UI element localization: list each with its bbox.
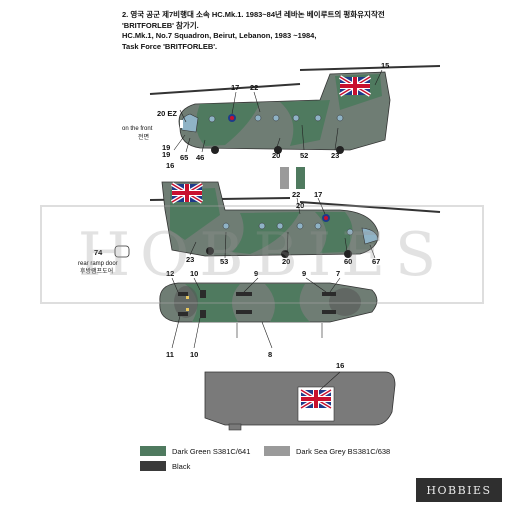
legend-label: Black: [172, 461, 191, 471]
callout: 19: [162, 143, 170, 152]
front-note-ko: 전면: [138, 133, 149, 141]
callout: 16: [166, 161, 174, 170]
callout: 8: [268, 350, 272, 359]
callout: 20: [296, 201, 304, 210]
brand-logo: HOBBIES: [416, 478, 502, 502]
legend-item-dark-sea-grey: Dark Sea Grey BS381C/638: [264, 446, 390, 456]
instruction-header: 2. 영국 공군 제7비행대 소속 HC.Mk.1. 1983~84년 레바논 …: [122, 10, 452, 52]
callout: 60: [344, 257, 352, 266]
callout: 20 EZ: [157, 109, 177, 118]
header-line-1: 2. 영국 공군 제7비행대 소속 HC.Mk.1. 1983~84년 레바논 …: [122, 10, 385, 19]
callout: 22: [292, 190, 300, 199]
callout: 52: [300, 151, 308, 160]
ramp-label-en: rear ramp door: [78, 261, 118, 267]
header-line-2: 'BRITFORLEB' 참가기.: [122, 20, 199, 30]
legend-label: Dark Sea Grey BS381C/638: [296, 446, 391, 456]
bottom-view: [204, 371, 396, 431]
callout: 53: [220, 257, 228, 266]
legend-item-dark-green: Dark Green S381C/641: [140, 446, 250, 456]
swatch-dark-green: [140, 446, 166, 456]
legend-label: Dark Green S381C/641: [172, 446, 251, 456]
callout: 12: [166, 269, 174, 278]
callout: 20: [282, 257, 290, 266]
callout: 23: [186, 255, 194, 264]
swatch-black: [140, 461, 166, 471]
callout: 7: [336, 269, 340, 278]
callout: 16: [336, 361, 344, 370]
callout: 46: [196, 153, 204, 162]
plan-view: [159, 282, 378, 323]
ramp-number: 74: [94, 248, 103, 257]
brand-name: HOBBIES: [426, 483, 492, 497]
callout: 9: [302, 269, 306, 278]
callout: 10: [190, 269, 198, 278]
callout: 17: [314, 190, 322, 199]
callout: 23: [331, 151, 339, 160]
rear-ramp-door-icon: [114, 245, 130, 258]
side-view-right: [149, 65, 441, 154]
leader-lines: [171, 69, 383, 391]
ramp-label-ko: 후방램프도어: [80, 267, 113, 275]
callout: 10: [190, 350, 198, 359]
front-note-en: on the front: [122, 126, 153, 132]
swatch-dark-sea-grey: [264, 446, 290, 456]
callout: 65: [180, 153, 188, 162]
callout: 9: [254, 269, 258, 278]
callout: 22: [250, 83, 258, 92]
callout: 20: [272, 151, 280, 160]
callout: 15: [381, 61, 389, 70]
legend-item-black: Black: [140, 461, 190, 471]
callout: 11: [166, 350, 174, 359]
callout: 17: [231, 83, 239, 92]
header-line-3: HC.Mk.1, No.7 Squadron, Beirut, Lebanon,…: [122, 31, 317, 40]
callout: 19: [162, 150, 170, 159]
callout: 67: [372, 257, 380, 266]
side-view-left: [114, 167, 441, 258]
callout-labels: 15 17 22 20 EZ 19 65 46 20 52 23 on the …: [78, 61, 389, 370]
header-line-4: Task Force 'BRITFORLEB'.: [122, 41, 218, 51]
